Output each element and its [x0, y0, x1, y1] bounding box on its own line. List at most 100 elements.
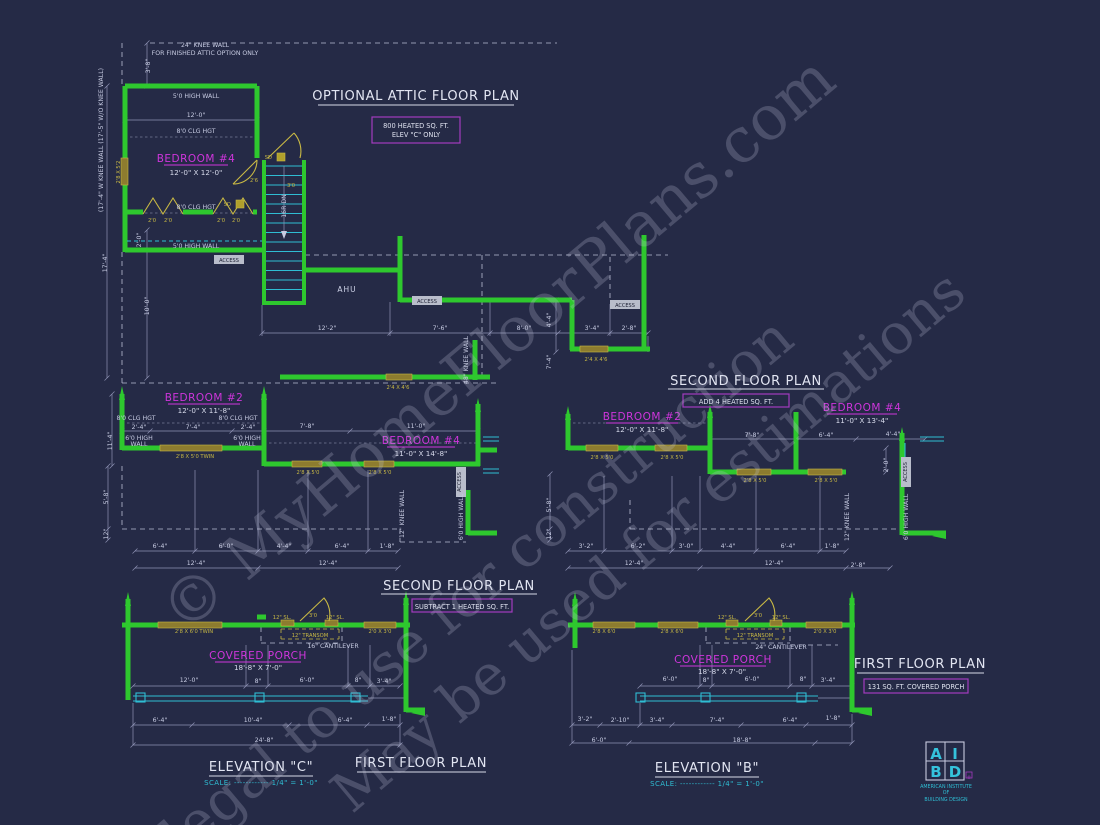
room-label: BEDROOM #2: [165, 392, 244, 404]
dimension-label: 6'0 HIGH WALL: [458, 493, 465, 540]
room-label: BEDROOM #2: [603, 411, 682, 423]
logo-letter: A: [930, 745, 942, 763]
window-door-label: 2'0 X 3'0: [369, 629, 392, 635]
dimension-label: 2'-0": [136, 233, 143, 248]
dimension-label: 3'-4": [650, 717, 665, 724]
dimension-label: 3'-0": [679, 543, 694, 550]
dimension-label: 1'-8": [826, 715, 841, 722]
plan-title: OPTIONAL ATTIC FLOOR PLAN: [312, 89, 520, 104]
porch-post: [135, 692, 146, 703]
window-door-label: 2'0: [217, 218, 225, 224]
dimension-label: 12" KNEE WALL: [399, 489, 406, 538]
dimension-label: 6'-0": [592, 737, 607, 744]
room-label: COVERED PORCH: [674, 654, 772, 666]
window-door-label: 2'0 X 3'0: [814, 629, 837, 635]
plan-title: SECOND FLOOR PLAN: [670, 374, 822, 389]
dimension-label: 7'-4": [186, 424, 201, 431]
dimension-label: 6'-4": [153, 717, 168, 724]
window-door-label: 2'6: [250, 178, 258, 184]
dimension-label: 12": [103, 528, 110, 539]
dimension-label: 6'0 HIGH: [125, 435, 153, 442]
window-door-label: 3'0: [287, 183, 295, 189]
dimension-label: 8": [703, 677, 710, 684]
dimension-label: 5'-8": [546, 498, 553, 513]
plan-note: SUBTRACT 1 HEATED SQ. FT.: [415, 603, 509, 611]
porch-post: [350, 692, 361, 703]
logo-text: AMERICAN INSTITUTE: [920, 784, 972, 790]
equipment-label: AHU: [337, 285, 356, 294]
dimension-label: WALL: [239, 441, 256, 448]
room-label: BEDROOM #4: [382, 435, 461, 447]
note-boxes: [164, 104, 984, 778]
dimension-label: 6'-4": [338, 717, 353, 724]
window-door-label: 2'8 X 5'0: [815, 478, 838, 484]
dimension-label: 6'-4": [335, 543, 350, 550]
room-size-label: 12'-0" X 11'-8": [178, 406, 231, 415]
dimension-label: 7'-6": [433, 325, 448, 332]
dimension-label: 3'-2": [579, 543, 594, 550]
logo-text: BUILDING DESIGN: [924, 797, 968, 803]
window-door-label: 2'0: [164, 218, 172, 224]
dimension-label: 24" CANTILEVER: [755, 644, 807, 651]
dimension-label: 2'-10": [611, 717, 630, 724]
plan-note: ELEV "C" ONLY: [392, 131, 441, 139]
logo-letter: D: [949, 763, 961, 781]
wall-outlines: [119, 83, 946, 716]
dimension-label: 10'-0": [144, 297, 151, 316]
dimension-label: 12'-4": [625, 560, 644, 567]
window-door-label: SD: [265, 155, 272, 161]
dimension-label: 12'-0": [180, 677, 199, 684]
smoke-detector-icon: [235, 199, 245, 209]
smoke-detector-icon: [276, 152, 286, 162]
plan-note: 800 HEATED SQ. FT.: [383, 122, 449, 130]
room-size-label: 18'-8" X 7'-0": [698, 667, 746, 676]
room-label: BEDROOM #4: [823, 402, 902, 414]
dimension-label: 6'-0": [663, 676, 678, 683]
access-label: ACCESS: [615, 303, 635, 309]
dimension-label: 2'-8": [851, 562, 866, 569]
logo-letter: B: [930, 763, 941, 781]
dimension-label: 6'-2": [631, 543, 646, 550]
porch-post: [796, 692, 807, 703]
scale-text: SCALE: ------------ 1/4" = 1'-0": [650, 780, 764, 788]
dimension-label: 12'-4": [765, 560, 784, 567]
dimension-label: 1'-8": [825, 543, 840, 550]
room-label: BEDROOM #4: [157, 153, 236, 165]
dimension-label: 5'0 HIGH WALL: [173, 243, 220, 250]
porch-post: [635, 692, 646, 703]
window-icons: [120, 157, 843, 629]
dimension-label: 11'-4": [107, 432, 114, 451]
dimension-label: 8": [355, 677, 362, 684]
dimension-label: WALL: [131, 441, 148, 448]
access-label: ACCESS: [903, 462, 909, 482]
dimension-label: 6'-4": [153, 543, 168, 550]
plan-title: ELEVATION "B": [655, 761, 759, 776]
dimension-label: 8'0 CLG HGT: [176, 128, 215, 135]
dimension-label: 2'-4": [241, 424, 256, 431]
dimension-label: (17'-4" W KNEE WALL (17'-5" W/O KNEE WAL…: [98, 68, 105, 212]
porch-post: [254, 692, 265, 703]
window-door-label: 2'8 X 6'0: [593, 629, 616, 635]
window-door-label: 3'0: [754, 613, 762, 619]
dimension-label: 17'-4": [102, 254, 109, 273]
dimension-label: 7'-8": [745, 432, 760, 439]
text-labels: OPTIONAL ATTIC FLOOR PLAN 800 HEATED SQ. …: [98, 42, 985, 803]
room-size-label: 12'-0" X 12'-0": [170, 168, 223, 177]
window-door-label: 2'8 X 5'0: [369, 470, 392, 476]
dimension-label: 24'-8": [255, 737, 274, 744]
porch-post: [700, 692, 711, 703]
dimension-label: 6'-0": [300, 677, 315, 684]
dimension-label: 1'-8": [380, 543, 395, 550]
dimension-label: 7'-4": [710, 717, 725, 724]
window-door-label: 2'8 X 5'0: [297, 470, 320, 476]
dimension-label: 8": [800, 676, 807, 683]
scale-text: SCALE: ------------ 1/4" = 1'-0": [204, 779, 318, 787]
dimension-label: 7'-8": [300, 423, 315, 430]
plan-note: 131 SQ. FT. COVERED PORCH: [868, 683, 965, 691]
dimension-label: 12'-2": [318, 325, 337, 332]
room-label: COVERED PORCH: [209, 650, 307, 662]
logo-letter: I: [952, 745, 958, 763]
access-label: ACCESS: [219, 258, 239, 264]
